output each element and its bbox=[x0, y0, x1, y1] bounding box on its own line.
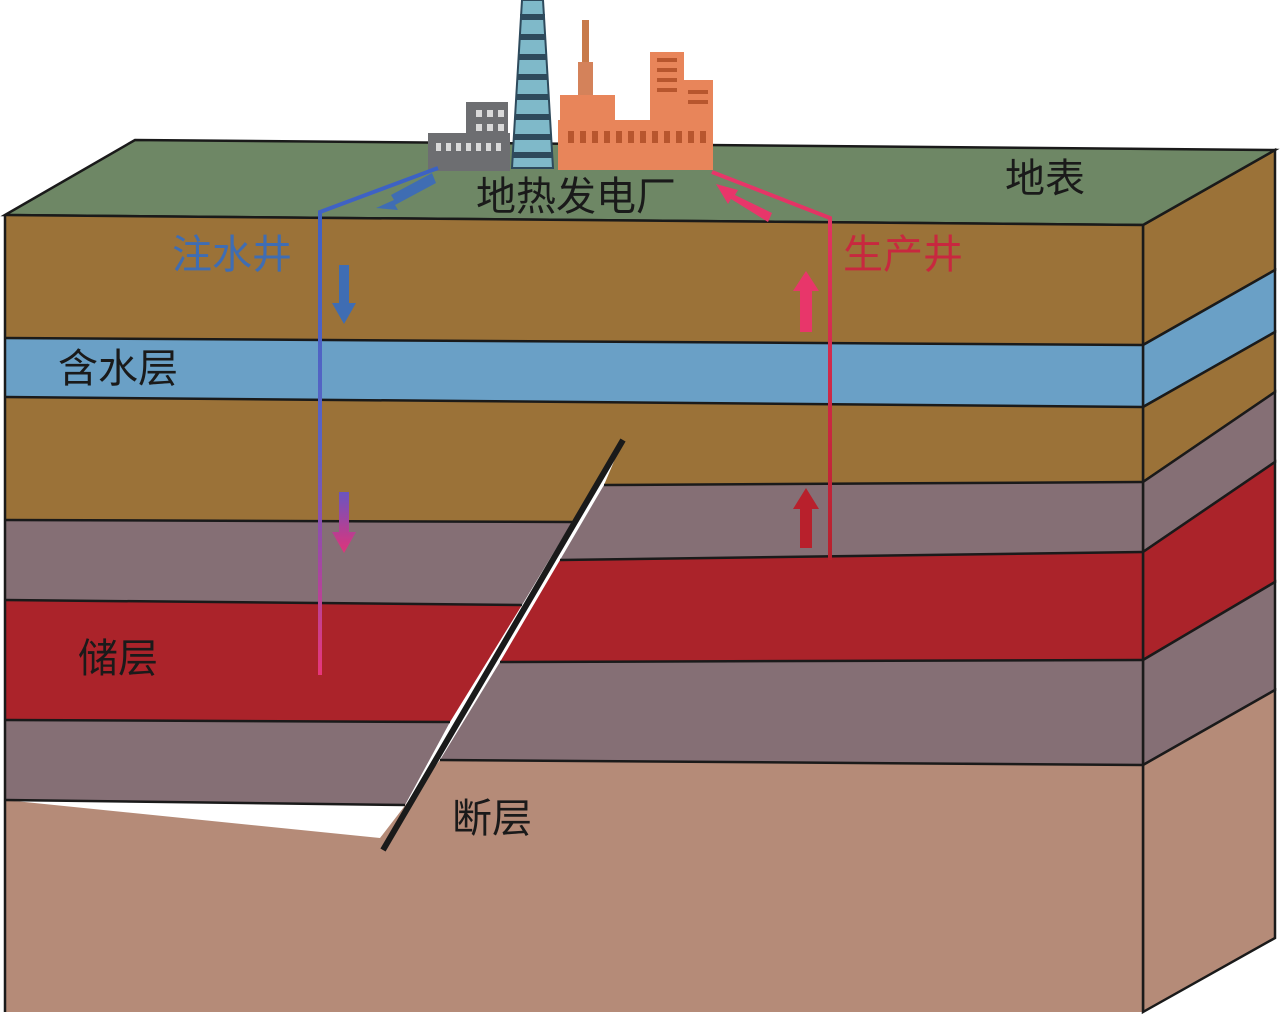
injection-pipe bbox=[318, 166, 439, 675]
production-up-arrow-2 bbox=[793, 488, 819, 548]
gray-building bbox=[428, 102, 510, 171]
basement-layer bbox=[5, 760, 1143, 1012]
production-surface-arrow bbox=[716, 184, 772, 222]
label-reservoir: 储层 bbox=[78, 636, 158, 682]
production-up-arrow-1 bbox=[793, 271, 819, 332]
rock-layer-right-lower bbox=[440, 660, 1143, 765]
soil-layer-upper bbox=[5, 215, 1143, 345]
label-injection-well: 注水井 bbox=[172, 232, 292, 278]
injection-down-arrow-1 bbox=[332, 265, 356, 324]
block-front-face bbox=[3, 213, 1145, 1012]
soil-layer-lower bbox=[5, 397, 1143, 522]
aquifer-layer bbox=[5, 338, 1143, 407]
label-aquifer: 含水层 bbox=[58, 346, 178, 392]
label-surface: 地表 bbox=[1005, 156, 1085, 202]
production-well bbox=[711, 170, 832, 560]
reservoir-layer-right bbox=[500, 552, 1143, 662]
chimney-tower bbox=[510, 0, 555, 169]
label-production-well: 生产井 bbox=[843, 232, 963, 278]
fault-line bbox=[380, 438, 626, 852]
label-power-plant: 地热发电厂 bbox=[476, 174, 676, 220]
injection-surface-arrow bbox=[376, 173, 436, 210]
rock-layer-left-lower bbox=[5, 720, 450, 805]
reservoir-layer-left bbox=[5, 600, 522, 722]
power-plant-icon bbox=[428, 0, 713, 171]
injection-down-arrow-2 bbox=[332, 492, 356, 553]
rock-layer-left-upper bbox=[5, 520, 572, 605]
orange-factory bbox=[558, 20, 713, 170]
injection-well bbox=[318, 166, 439, 675]
production-pipe bbox=[711, 170, 832, 560]
rock-layer-right-upper bbox=[560, 482, 1143, 560]
block-side-face bbox=[1141, 147, 1277, 1015]
label-fault: 断层 bbox=[452, 796, 532, 842]
